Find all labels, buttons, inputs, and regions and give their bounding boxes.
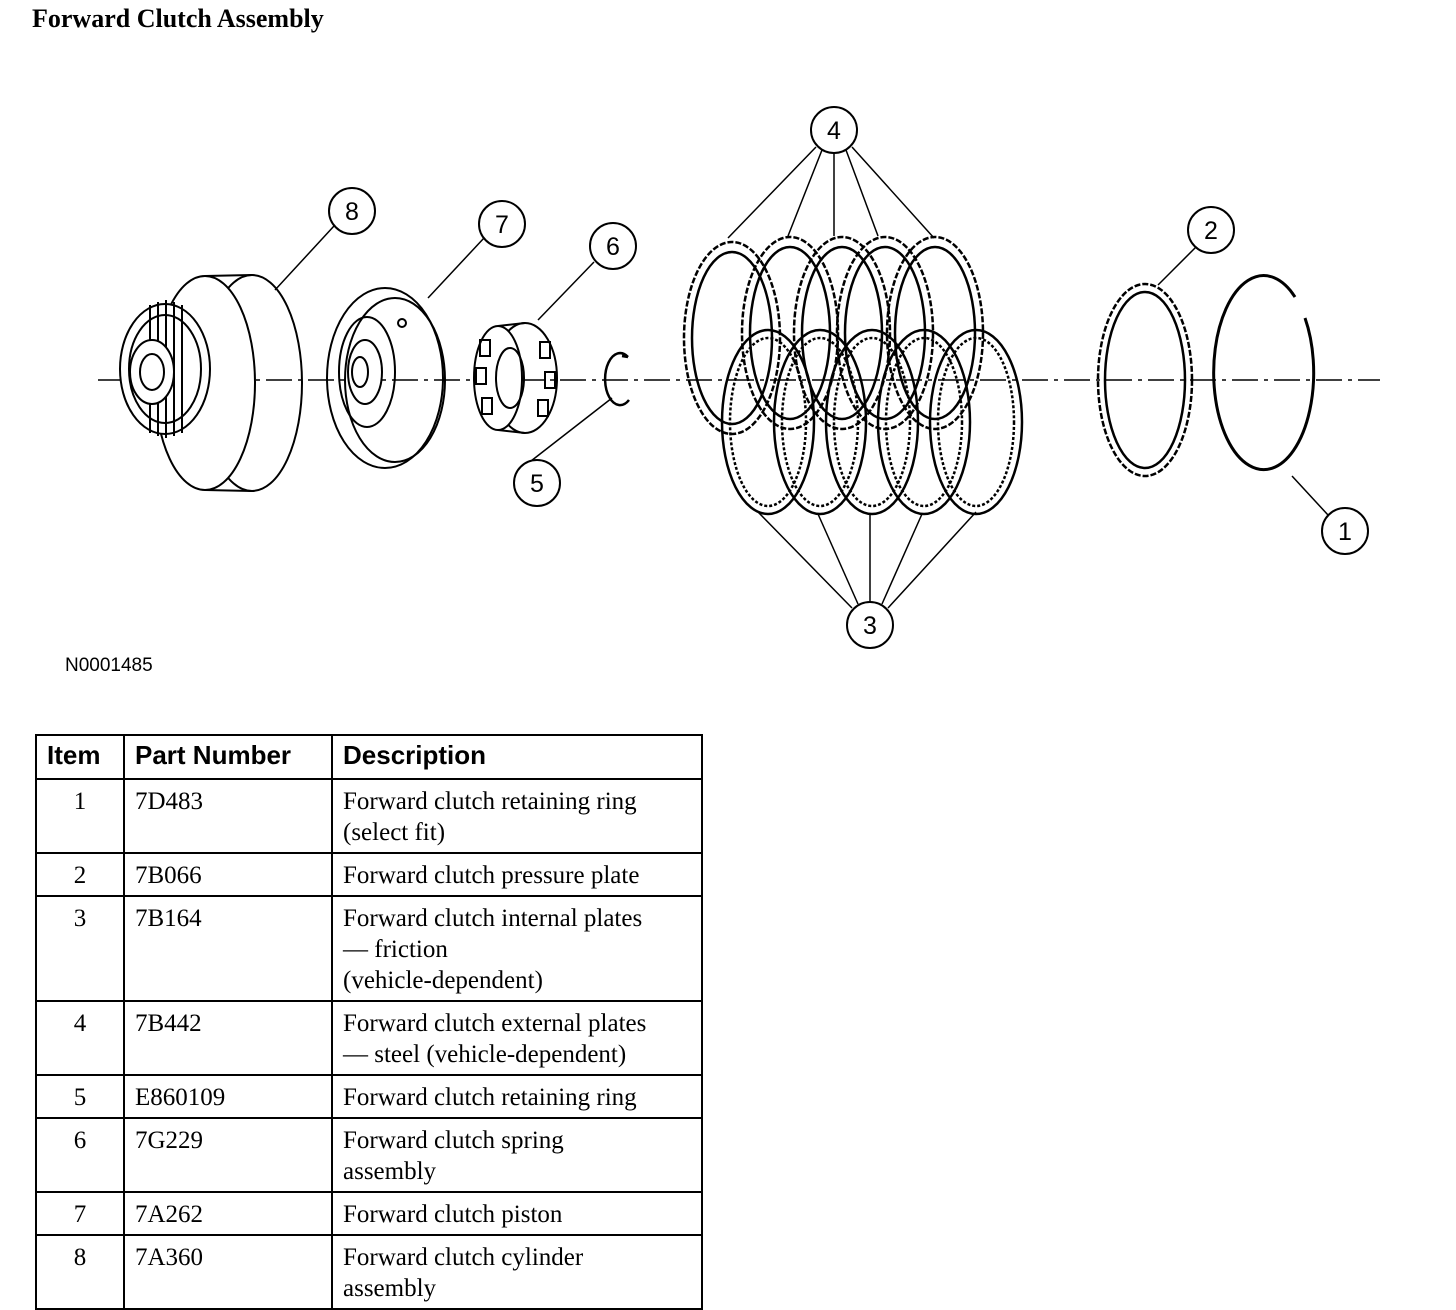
part-number-cell: 7A262	[123, 1191, 333, 1236]
pressure-plate-part	[1096, 282, 1194, 478]
table-row: 5 E860109 Forward clutch retaining ring	[35, 1074, 703, 1119]
description-line: Forward clutch pressure plate	[343, 862, 640, 889]
table-row: 1 7D483 Forward clutch retaining ring (s…	[35, 778, 703, 854]
small-retaining-ring-part	[603, 351, 630, 407]
callout-6: 6	[589, 222, 637, 270]
part-number-cell: 7B066	[123, 852, 333, 897]
description-line: — friction	[343, 936, 448, 963]
part-number-cell: 7A360	[123, 1234, 333, 1310]
item-cell: 8	[35, 1234, 125, 1310]
description-line: — steel (vehicle-dependent)	[343, 1041, 627, 1068]
description-cell: Forward clutch cylinder assembly	[331, 1234, 703, 1310]
page-title: Forward Clutch Assembly	[32, 4, 324, 33]
description-line: (vehicle-dependent)	[343, 967, 543, 994]
svg-text:7: 7	[495, 211, 509, 239]
description-cell: Forward clutch spring assembly	[331, 1117, 703, 1193]
description-line: (select fit)	[343, 819, 446, 846]
table-row: 4 7B442 Forward clutch external plates —…	[35, 1000, 703, 1076]
description-line: Forward clutch spring	[343, 1127, 564, 1154]
svg-text:6: 6	[606, 233, 620, 261]
callout-1: 1	[1321, 507, 1369, 555]
description-line: Forward clutch internal plates	[343, 905, 643, 932]
retaining-ring-part	[1212, 274, 1316, 472]
svg-text:3: 3	[863, 612, 877, 640]
clutch-cylinder-part	[119, 274, 303, 492]
item-cell: 7	[35, 1191, 125, 1236]
table-row: 8 7A360 Forward clutch cylinder assembly	[35, 1234, 703, 1310]
svg-text:8: 8	[345, 198, 359, 226]
description-cell: Forward clutch piston	[331, 1191, 703, 1236]
callout-4: 4	[810, 106, 858, 154]
item-cell: 6	[35, 1117, 125, 1193]
callout-2: 2	[1187, 206, 1235, 254]
item-cell: 5	[35, 1074, 125, 1119]
description-line: Forward clutch retaining ring	[343, 1084, 637, 1111]
svg-text:5: 5	[530, 470, 544, 498]
callout-8: 8	[328, 187, 376, 235]
part-number-cell: 7B442	[123, 1000, 333, 1076]
description-line: assembly	[343, 1158, 437, 1185]
item-cell: 4	[35, 1000, 125, 1076]
spring-assembly-part	[473, 322, 558, 434]
description-line: assembly	[343, 1275, 437, 1302]
header-description: Description	[331, 734, 703, 780]
callout-5: 5	[513, 459, 561, 507]
part-number-cell: E860109	[123, 1074, 333, 1119]
description-line: Forward clutch cylinder	[343, 1244, 584, 1271]
piston-part	[326, 287, 446, 469]
table-row: 7 7A262 Forward clutch piston	[35, 1191, 703, 1236]
table-header-row: Item Part Number Description	[35, 734, 703, 780]
svg-text:4: 4	[827, 117, 841, 145]
table-row: 3 7B164 Forward clutch internal plates —…	[35, 895, 703, 1002]
svg-text:1: 1	[1338, 518, 1352, 546]
description-cell: Forward clutch retaining ring	[331, 1074, 703, 1119]
description-cell: Forward clutch pressure plate	[331, 852, 703, 897]
description-line: Forward clutch piston	[343, 1201, 563, 1228]
part-number-cell: 7B164	[123, 895, 333, 1002]
exploded-view-diagram: 1 2 3 4 5 6 7 8	[98, 106, 1380, 649]
description-line: Forward clutch retaining ring	[343, 788, 637, 815]
table-row: 2 7B066 Forward clutch pressure plate	[35, 852, 703, 897]
item-cell: 1	[35, 778, 125, 854]
parts-table: Item Part Number Description 1 7D483 For…	[35, 734, 703, 1310]
friction-plates-part	[720, 328, 1024, 516]
figure-id: N0001485	[65, 655, 153, 676]
callout-3: 3	[846, 601, 894, 649]
leader-lines	[274, 146, 1329, 609]
item-cell: 2	[35, 852, 125, 897]
svg-text:2: 2	[1204, 217, 1218, 245]
header-item: Item	[35, 734, 125, 780]
description-cell: Forward clutch external plates — steel (…	[331, 1000, 703, 1076]
item-cell: 3	[35, 895, 125, 1002]
steel-plates-part	[682, 235, 985, 436]
description-cell: Forward clutch internal plates — frictio…	[331, 895, 703, 1002]
callout-7: 7	[478, 200, 526, 248]
part-number-cell: 7G229	[123, 1117, 333, 1193]
description-cell: Forward clutch retaining ring (select fi…	[331, 778, 703, 854]
part-number-cell: 7D483	[123, 778, 333, 854]
header-part-number: Part Number	[123, 734, 333, 780]
description-line: Forward clutch external plates	[343, 1010, 647, 1037]
table-row: 6 7G229 Forward clutch spring assembly	[35, 1117, 703, 1193]
